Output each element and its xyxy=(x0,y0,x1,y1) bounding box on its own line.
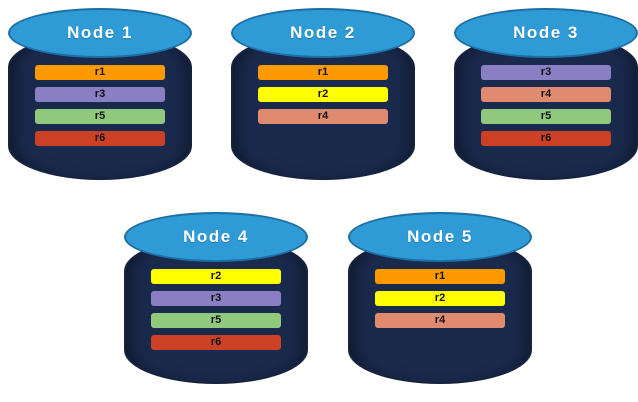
cylinder-top-icon xyxy=(231,8,415,58)
replica-bar-r1[interactable]: r1 xyxy=(35,65,165,80)
cylinder-body-icon xyxy=(124,237,308,384)
replica-list: r1 r3 r5 r6 xyxy=(35,65,165,153)
replica-bar-r2[interactable]: r2 xyxy=(151,269,281,284)
cylinder-top-icon xyxy=(454,8,638,58)
replica-bar-r4[interactable]: r4 xyxy=(375,313,505,328)
replica-bar-r6[interactable]: r6 xyxy=(35,131,165,146)
cylinder-top-icon xyxy=(8,8,192,58)
replica-bar-r2[interactable]: r2 xyxy=(258,87,388,102)
replica-list: r1 r2 r4 xyxy=(375,269,505,335)
cylinder-top-icon xyxy=(124,212,308,262)
replica-bar-r5[interactable]: r5 xyxy=(151,313,281,328)
replica-list: r3 r4 r5 r6 xyxy=(481,65,611,153)
replica-bar-r5[interactable]: r5 xyxy=(35,109,165,124)
replica-bar-r3[interactable]: r3 xyxy=(481,65,611,80)
replica-list: r1 r2 r4 xyxy=(258,65,388,131)
replica-bar-r4[interactable]: r4 xyxy=(481,87,611,102)
replica-bar-r1[interactable]: r1 xyxy=(375,269,505,284)
replica-bar-r1[interactable]: r1 xyxy=(258,65,388,80)
replica-bar-r3[interactable]: r3 xyxy=(151,291,281,306)
replica-bar-r5[interactable]: r5 xyxy=(481,109,611,124)
replica-bar-r3[interactable]: r3 xyxy=(35,87,165,102)
replica-list: r2 r3 r5 r6 xyxy=(151,269,281,357)
replica-bar-r6[interactable]: r6 xyxy=(481,131,611,146)
replica-bar-r6[interactable]: r6 xyxy=(151,335,281,350)
replica-bar-r4[interactable]: r4 xyxy=(258,109,388,124)
cylinder-top-icon xyxy=(348,212,532,262)
replica-bar-r2[interactable]: r2 xyxy=(375,291,505,306)
